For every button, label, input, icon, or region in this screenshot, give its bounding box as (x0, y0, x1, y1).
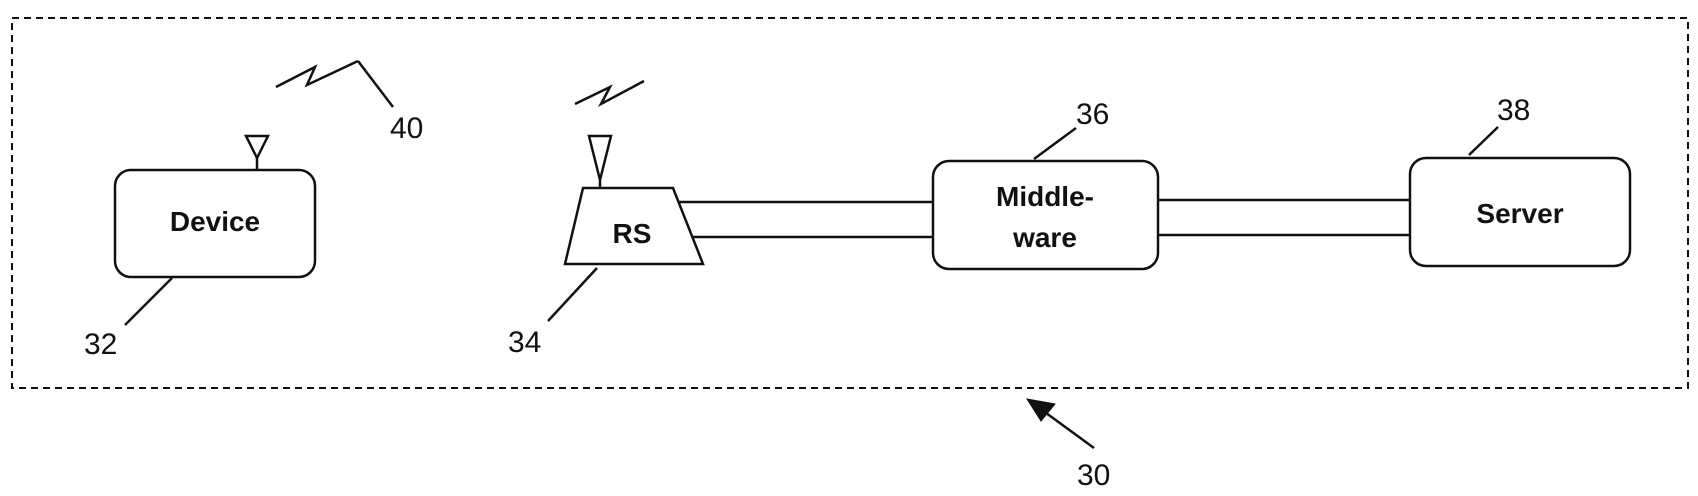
middleware-ref-leader (1034, 128, 1076, 159)
wireless-link-ref: 40 (390, 112, 423, 145)
device-ref: 32 (84, 328, 117, 361)
middleware-label-line1: Middle- (996, 181, 1094, 212)
server-node: Server (1410, 158, 1630, 266)
server-ref-leader (1469, 127, 1498, 155)
server-ref: 38 (1497, 94, 1530, 127)
relay-station-node: RS (565, 81, 703, 264)
middleware-ref: 36 (1076, 98, 1109, 131)
relay-station-ref-leader (548, 268, 597, 321)
middleware-label-line2: ware (1012, 222, 1077, 253)
relay-station-label: RS (613, 218, 652, 249)
relay-signal-icon (575, 81, 644, 104)
system-ref-arrow-shaft (1042, 410, 1094, 448)
wireless-signal-icon (276, 61, 358, 87)
server-label: Server (1476, 198, 1563, 229)
device-label: Device (170, 206, 260, 237)
relay-station-ref: 34 (508, 326, 541, 359)
relay-station-antenna-icon (589, 136, 611, 180)
wireless-link-leader (358, 61, 393, 107)
device-antenna-icon (246, 136, 268, 158)
system-ref: 30 (1077, 459, 1110, 492)
device-node: Device (115, 136, 315, 277)
middleware-node: Middle- ware (933, 161, 1158, 269)
device-ref-leader (125, 278, 172, 325)
